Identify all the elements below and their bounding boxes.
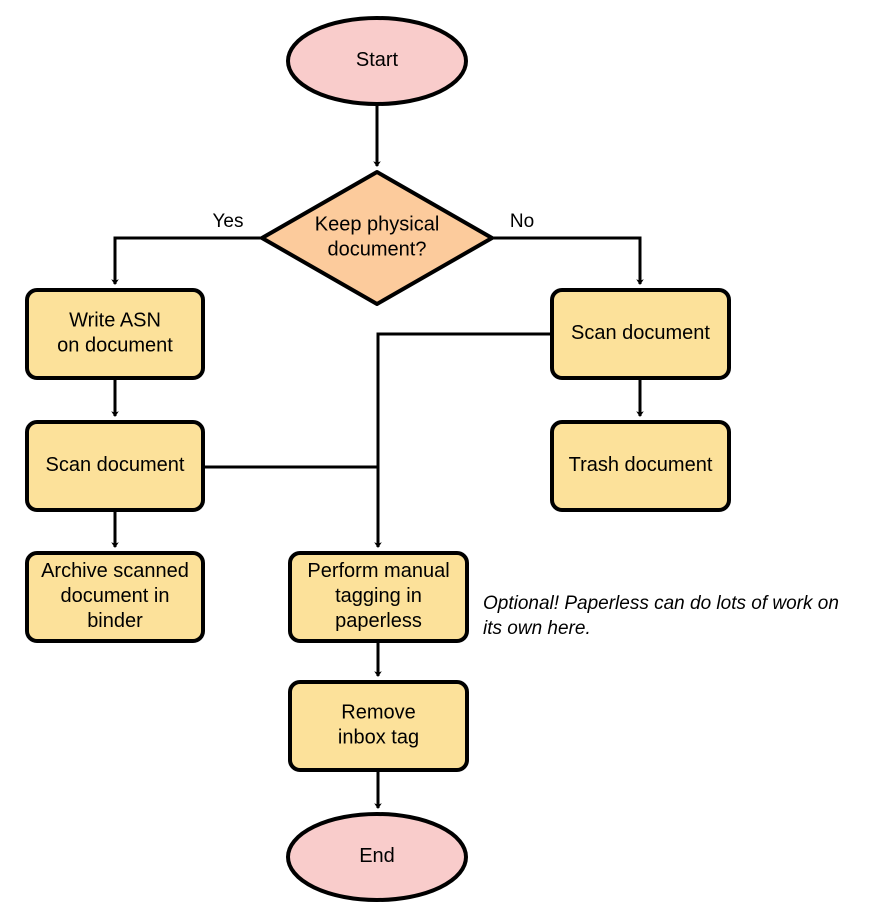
node-label-line: Write ASN xyxy=(69,310,161,332)
node-label-archive-binder: Archive scanned document in binder xyxy=(41,560,189,632)
node-label-line: End xyxy=(359,845,395,867)
node-label-line: paperless xyxy=(335,610,422,632)
node-label-remove-inbox-tag: Remove inbox tag xyxy=(338,702,419,749)
node-start[interactable]: Start xyxy=(286,16,468,106)
annotation-line: Optional! Paperless can do lots of work … xyxy=(483,593,839,614)
node-label-start: Start xyxy=(356,49,399,71)
process-shape xyxy=(25,551,205,643)
edges-layer: Yes No xyxy=(111,104,644,810)
node-label-manual-tagging: Perform manual tagging in paperless xyxy=(307,560,449,632)
terminator-shape xyxy=(286,812,468,902)
node-scan-document-right[interactable]: Scan document xyxy=(550,288,731,380)
node-scan-document-left[interactable]: Scan document xyxy=(25,420,205,512)
node-label-line: binder xyxy=(87,610,143,632)
decision-shape xyxy=(260,170,494,306)
node-label-line: Scan document xyxy=(571,322,710,344)
node-label-line: Perform manual xyxy=(307,560,449,582)
node-label-line: document in xyxy=(61,585,170,607)
node-label-trash-document: Trash document xyxy=(569,454,713,476)
edge-decision-no-to-scan-right: No xyxy=(492,211,644,286)
node-label-keep-physical: Keep physical document? xyxy=(315,214,440,261)
edge-scan-right-to-manual-tagging xyxy=(374,332,552,549)
annotation-line: its own here. xyxy=(483,618,591,639)
node-label-line: Keep physical xyxy=(315,214,440,236)
node-manual-tagging[interactable]: Perform manual tagging in paperless xyxy=(288,551,469,643)
edge-path xyxy=(111,236,262,286)
edge-decision-yes-to-write-asn: Yes xyxy=(111,211,262,286)
node-label-line: document? xyxy=(328,239,427,261)
node-trash-document[interactable]: Trash document xyxy=(550,420,731,512)
process-shape xyxy=(550,420,731,512)
node-label-scan-document-right: Scan document xyxy=(571,322,710,344)
edge-label-decision-no-to-scan-right: No xyxy=(510,211,534,232)
process-shape xyxy=(288,680,469,772)
annotation-optional-note: Optional! Paperless can do lots of work … xyxy=(483,593,839,639)
terminator-shape xyxy=(286,16,468,106)
process-shape xyxy=(25,288,205,380)
node-label-write-asn: Write ASN on document xyxy=(57,310,173,357)
node-label-line: Scan document xyxy=(46,454,185,476)
edge-label-decision-yes-to-write-asn: Yes xyxy=(213,211,244,232)
node-keep-physical[interactable]: Keep physical document? xyxy=(260,170,494,306)
node-remove-inbox-tag[interactable]: Remove inbox tag xyxy=(288,680,469,772)
node-label-line: Remove xyxy=(341,702,415,724)
edge-path xyxy=(374,332,552,549)
node-label-line: tagging in xyxy=(335,585,422,607)
edge-path xyxy=(492,236,644,286)
node-label-line: Start xyxy=(356,49,399,71)
process-shape xyxy=(288,551,469,643)
node-label-end: End xyxy=(359,845,395,867)
process-shape xyxy=(25,420,205,512)
node-end[interactable]: End xyxy=(286,812,468,902)
node-label-line: Trash document xyxy=(569,454,713,476)
node-label-line: on document xyxy=(57,335,173,357)
node-label-line: Archive scanned xyxy=(41,560,189,582)
node-archive-binder[interactable]: Archive scanned document in binder xyxy=(25,551,205,643)
annotations-layer: Optional! Paperless can do lots of work … xyxy=(483,593,839,639)
node-write-asn[interactable]: Write ASN on document xyxy=(25,288,205,380)
node-label-scan-document-left: Scan document xyxy=(46,454,185,476)
process-shape xyxy=(550,288,731,380)
node-label-line: inbox tag xyxy=(338,727,419,749)
